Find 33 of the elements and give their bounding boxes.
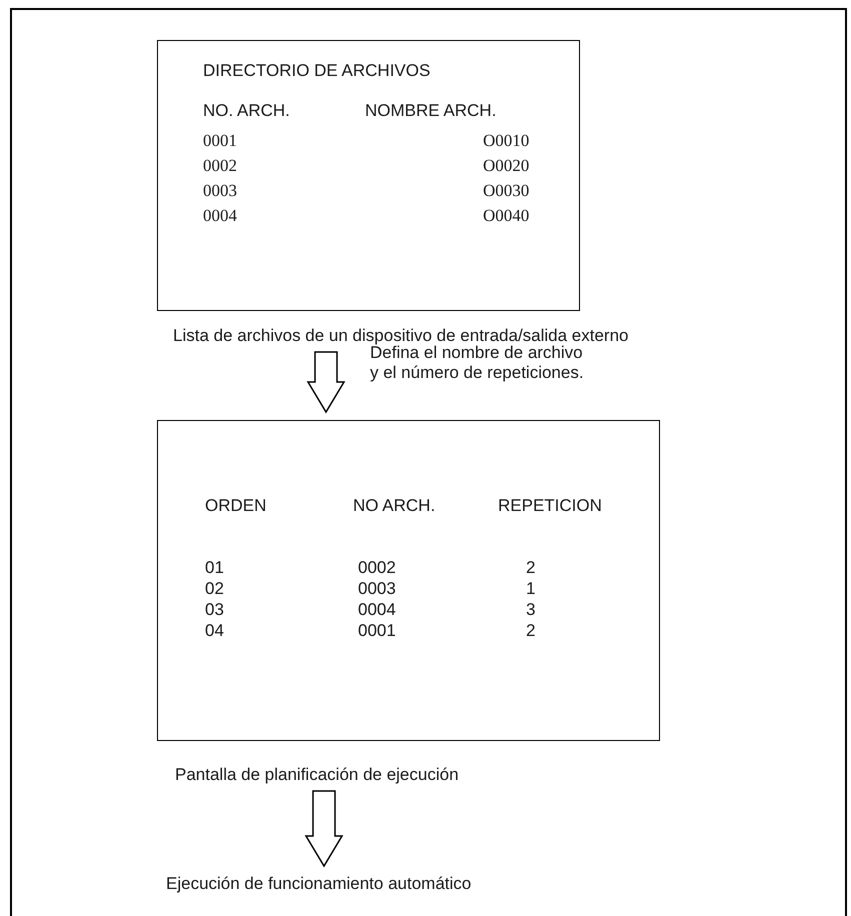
block-arrow xyxy=(306,351,346,414)
table-text: NO ARCH. xyxy=(353,496,436,516)
table-value: O0040 xyxy=(483,206,530,226)
table-value: O0010 xyxy=(483,131,530,151)
table-text: NO. ARCH. xyxy=(203,101,290,121)
box-caption: Lista de archivos de un dispositivo de entrada/salida externo xyxy=(173,326,629,346)
table-text: 03 xyxy=(205,600,224,620)
table-text: 0003 xyxy=(358,579,396,599)
table-value: O0020 xyxy=(483,156,530,176)
block-arrow xyxy=(304,790,344,868)
table-text: NOMBRE ARCH. xyxy=(365,101,496,121)
table-value: 0001 xyxy=(203,131,237,151)
table-text: 0001 xyxy=(358,621,396,641)
table-text: 02 xyxy=(205,579,224,599)
table-text: REPETICION xyxy=(498,496,602,516)
table-value: O0030 xyxy=(483,181,530,201)
table-text: 3 xyxy=(526,600,536,620)
box-caption: Pantalla de planificación de ejecución xyxy=(175,765,459,785)
table-text: 2 xyxy=(526,621,536,641)
table-text: 2 xyxy=(526,558,536,578)
screen-box xyxy=(157,420,660,741)
screen-box xyxy=(157,40,580,311)
table-value: 0004 xyxy=(203,206,237,226)
table-text: ORDEN xyxy=(205,496,266,516)
table-text: 1 xyxy=(526,579,536,599)
screen-title: DIRECTORIO DE ARCHIVOS xyxy=(203,61,430,81)
table-value: 0003 xyxy=(203,181,237,201)
table-value: 0002 xyxy=(203,156,237,176)
table-text: 01 xyxy=(205,558,224,578)
table-text: 0004 xyxy=(358,600,396,620)
step-text: Ejecución de funcionamiento automático xyxy=(166,874,472,894)
table-text: 04 xyxy=(205,621,224,641)
table-text: 0002 xyxy=(358,558,396,578)
